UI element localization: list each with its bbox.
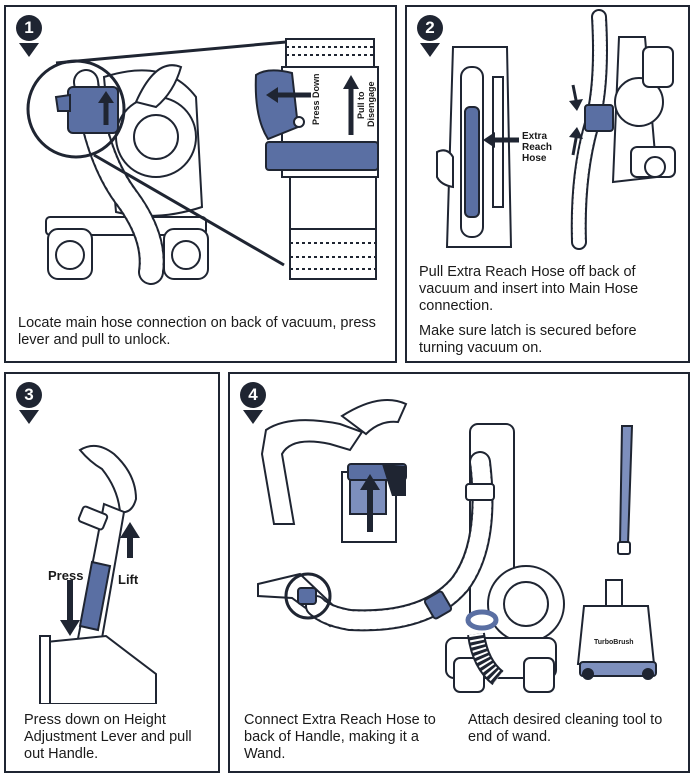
step-1-pointer-icon <box>19 43 39 57</box>
step-2-illustration: Extra Reach Hose <box>436 9 676 250</box>
disengage-label: Disengage <box>366 81 376 127</box>
step-3-illustration: Press Lift <box>39 444 157 704</box>
pull-to-label: Pull to <box>356 91 366 119</box>
step-1-number-badge: 1 <box>16 15 42 41</box>
step-4-illustration: TurboBrush <box>257 399 657 693</box>
step-4-number-badge: 4 <box>240 382 266 408</box>
hose-label: Hose <box>522 153 547 164</box>
step-1-caption: Locate main hose connection on back of v… <box>18 315 376 348</box>
step-3-caption: Press down on Height Adjustment Lever an… <box>24 712 192 762</box>
step-4-caption-right: Attach desired cleaning tool to end of w… <box>468 712 663 745</box>
step-3-number-badge: 3 <box>16 382 42 408</box>
step-4-panel: 4 <box>228 372 690 773</box>
extra-label: Extra <box>522 131 547 142</box>
step-2-panel: 2 Extra Reach Hose Pull Extra Reach H <box>405 5 690 363</box>
step-2-number-badge: 2 <box>417 15 443 41</box>
step-2-paragraph-2: Make sure latch is secured before turnin… <box>419 323 637 356</box>
turbobrush-label: TurboBrush <box>594 639 634 646</box>
lift-label: Lift <box>118 572 139 587</box>
step-3-panel: 3 Press Lift Press down on Height Adjust… <box>4 372 220 773</box>
press-down-label: Press Down <box>311 73 321 125</box>
step-4-pointer-icon <box>243 410 263 424</box>
step-3-pointer-icon <box>19 410 39 424</box>
step-1-illustration: Press Down Pull to Disengage <box>26 38 379 285</box>
reach-label: Reach <box>522 142 552 153</box>
step-4-caption-left: Connect Extra Reach Hose to back of Hand… <box>244 712 436 762</box>
step-2-paragraph-1: Pull Extra Reach Hose off back of vacuum… <box>419 264 639 314</box>
step-2-caption: Pull Extra Reach Hose off back of vacuum… <box>419 264 681 361</box>
step-2-pointer-icon <box>420 43 440 57</box>
press-label: Press <box>48 568 83 583</box>
step-1-panel: 1 <box>4 5 397 363</box>
